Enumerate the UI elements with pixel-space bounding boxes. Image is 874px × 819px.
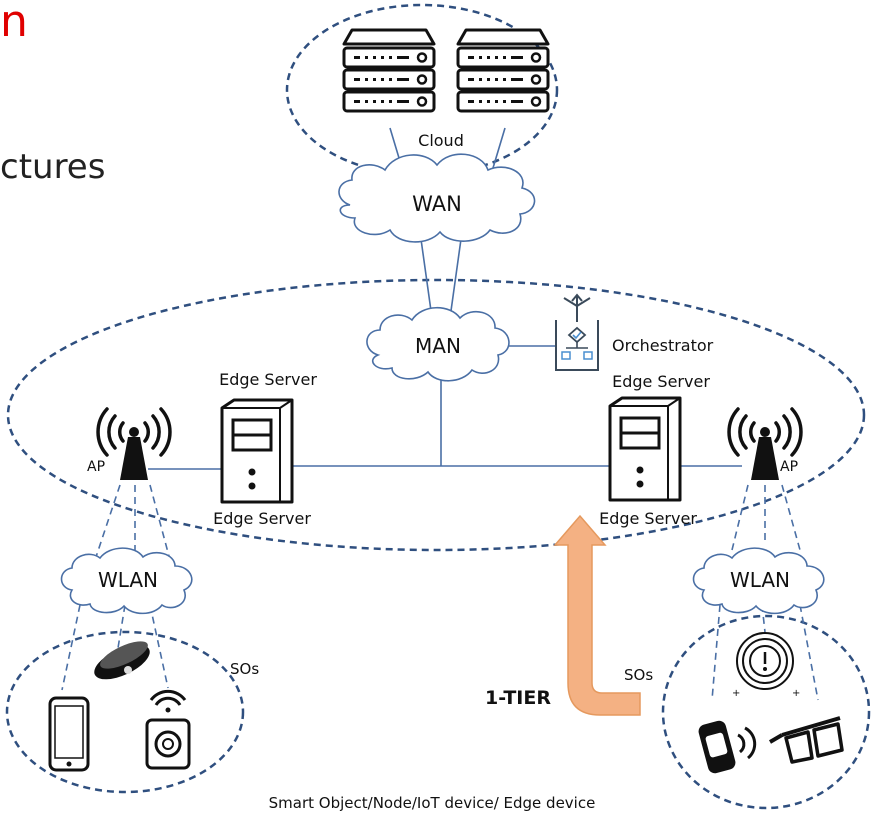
man-cloud-icon (366, 307, 510, 382)
wan-label: WAN (412, 192, 462, 216)
smartphone-icon (48, 696, 90, 772)
ap-right-label: AP (780, 459, 798, 475)
wlan-right-label: WLAN (730, 568, 790, 592)
smoke-detector-icon: + + (732, 632, 800, 699)
devices-region-left (5, 630, 245, 794)
man-label: MAN (415, 334, 461, 358)
tier-label: 1-TIER (485, 687, 551, 709)
smart-ring-icon (94, 641, 150, 680)
sos-left-label: SOs (230, 660, 259, 678)
orchestrator-icon (555, 293, 599, 371)
diagram-caption: Smart Object/Node/IoT device/ Edge devic… (269, 794, 596, 812)
edge-server-right-icon (608, 396, 682, 502)
smartwatch-icon (698, 720, 757, 774)
edge-region (6, 278, 866, 552)
edge-server-top-left-label: Edge Server (219, 370, 317, 389)
svg-text:+: + (792, 688, 800, 699)
edge-server-bottom-right-label: Edge Server (599, 509, 697, 528)
ap-left-label: AP (87, 459, 105, 475)
smart-camera-icon (145, 689, 191, 770)
wlan-left-cloud-icon (60, 547, 193, 615)
wan-cloud-icon (338, 153, 536, 243)
wlan-left-label: WLAN (98, 568, 158, 592)
title-fragment: ctures (0, 147, 106, 187)
title-fragment-red: n (0, 0, 28, 47)
tier-arrow-icon (553, 514, 641, 716)
cloud-label: Cloud (418, 131, 464, 150)
sos-right-label: SOs (624, 666, 653, 684)
wlan-right-cloud-icon (692, 547, 825, 615)
edge-server-top-right-label: Edge Server (612, 372, 710, 391)
cloud-server-left-icon (344, 30, 434, 111)
cloud-server-right-icon (458, 30, 548, 111)
devices-region-right (661, 614, 871, 810)
smart-glasses-icon (768, 716, 844, 764)
orchestrator-label: Orchestrator (612, 336, 714, 355)
edge-server-left-icon (220, 398, 294, 504)
edge-server-bottom-left-label: Edge Server (213, 509, 311, 528)
svg-text:+: + (732, 688, 740, 699)
